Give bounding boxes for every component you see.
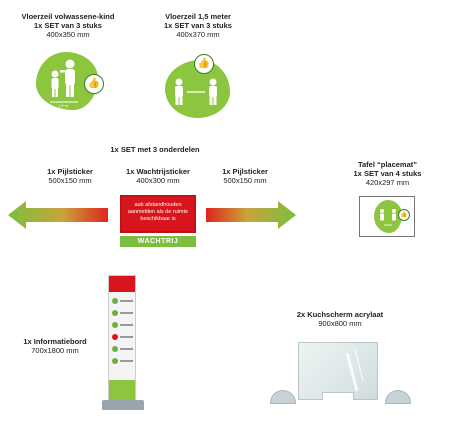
arrow-right-icon <box>206 201 296 229</box>
banner-footer <box>109 380 135 402</box>
vloerzeil-kind-size: 400x350 mm <box>46 30 90 39</box>
thumbs-up-icon: 👍 <box>194 54 214 74</box>
pijl-links-title: 1x Pijlsticker <box>47 167 93 176</box>
pijl-links-label: 1x Pijlsticker 500x150 mm <box>35 167 105 185</box>
banner-row <box>112 322 134 330</box>
vloerzeil-kind-sticker: 1,5 m 👍 <box>36 52 104 110</box>
banner-row <box>112 358 134 366</box>
vloerzeil-meter-set: 1x SET van 3 stuks <box>164 21 232 30</box>
pijl-rechts-label: 1x Pijlsticker 500x150 mm <box>210 167 280 185</box>
pijl-links-size: 500x150 mm <box>48 176 92 185</box>
glass-reflection <box>345 348 364 392</box>
vloerzeil-kind-set: 1x SET van 3 stuks <box>34 21 102 30</box>
wachtrij-bar: WACHTRIJ <box>120 236 196 247</box>
thumbs-up-icon: 👍 <box>398 209 410 221</box>
banner-row <box>112 310 134 318</box>
vloerzeil-kind-label: Vloerzeil volwassene-kind 1x SET van 3 s… <box>8 12 128 39</box>
kuchscherm-title: 2x Kuchscherm acrylaat <box>296 310 384 319</box>
banner-stand <box>102 400 144 410</box>
two-people-icon <box>175 78 217 105</box>
tafel-label: Tafel “placemat” 1x SET van 4 stuks 420x… <box>340 160 435 187</box>
placemat-image: 👍 <box>359 196 415 237</box>
banner-row <box>112 334 134 342</box>
kuchscherm-label: 2x Kuchscherm acrylaat 900x800 mm <box>275 310 405 328</box>
banner-header <box>109 276 135 292</box>
vloerzeil-meter-title: Vloerzeil 1,5 meter <box>165 12 231 21</box>
screen-foot-right <box>385 390 411 404</box>
tafel-size: 420x297 mm <box>365 178 410 187</box>
informatiebord-size: 700x1800 mm <box>31 346 79 355</box>
set-heading: 1x SET met 3 onderdelen <box>60 145 250 154</box>
tafel-set: 1x SET van 4 stuks <box>353 169 422 178</box>
pijl-rechts-title: 1x Pijlsticker <box>222 167 268 176</box>
acrylic-screen <box>298 342 378 400</box>
thumbs-up-icon: 👍 <box>84 74 104 94</box>
informatiebord-label: 1x Informatiebord 700x1800 mm <box>15 337 95 355</box>
vloerzeil-kind-title: Vloerzeil volwassene-kind <box>21 12 115 21</box>
pijl-rechts-size: 500x150 mm <box>223 176 267 185</box>
tafel-title: Tafel “placemat” <box>357 160 418 169</box>
banner-row <box>112 346 134 354</box>
set-heading-text: 1x SET met 3 onderdelen <box>110 145 200 154</box>
screen-cutout <box>322 392 354 400</box>
adult-child-icon <box>50 59 78 103</box>
two-people-icon <box>380 209 396 226</box>
arrow-left-icon <box>8 201 108 229</box>
distance-label: 1,5 m <box>58 103 69 108</box>
wachtrij-label: 1x Wachtrijsticker 400x300 mm <box>112 167 204 185</box>
placemat-blob <box>374 200 402 233</box>
screen-foot-left <box>270 390 296 404</box>
wachtrij-sign: aub afstandhouden aanmelden als de ruimt… <box>120 195 196 233</box>
informatiebord-title: 1x Informatiebord <box>23 337 87 346</box>
vloerzeil-meter-label: Vloerzeil 1,5 meter 1x SET van 3 stuks 4… <box>148 12 248 39</box>
wachtrij-title: 1x Wachtrijsticker <box>126 167 190 176</box>
informatiebord-banner <box>108 275 136 403</box>
kuchscherm-size: 900x800 mm <box>318 319 362 328</box>
banner-row <box>112 298 134 306</box>
wachtrij-size: 400x300 mm <box>136 176 180 185</box>
vloerzeil-meter-size: 400x370 mm <box>176 30 220 39</box>
vloerzeil-meter-sticker: 👍 <box>165 54 230 118</box>
